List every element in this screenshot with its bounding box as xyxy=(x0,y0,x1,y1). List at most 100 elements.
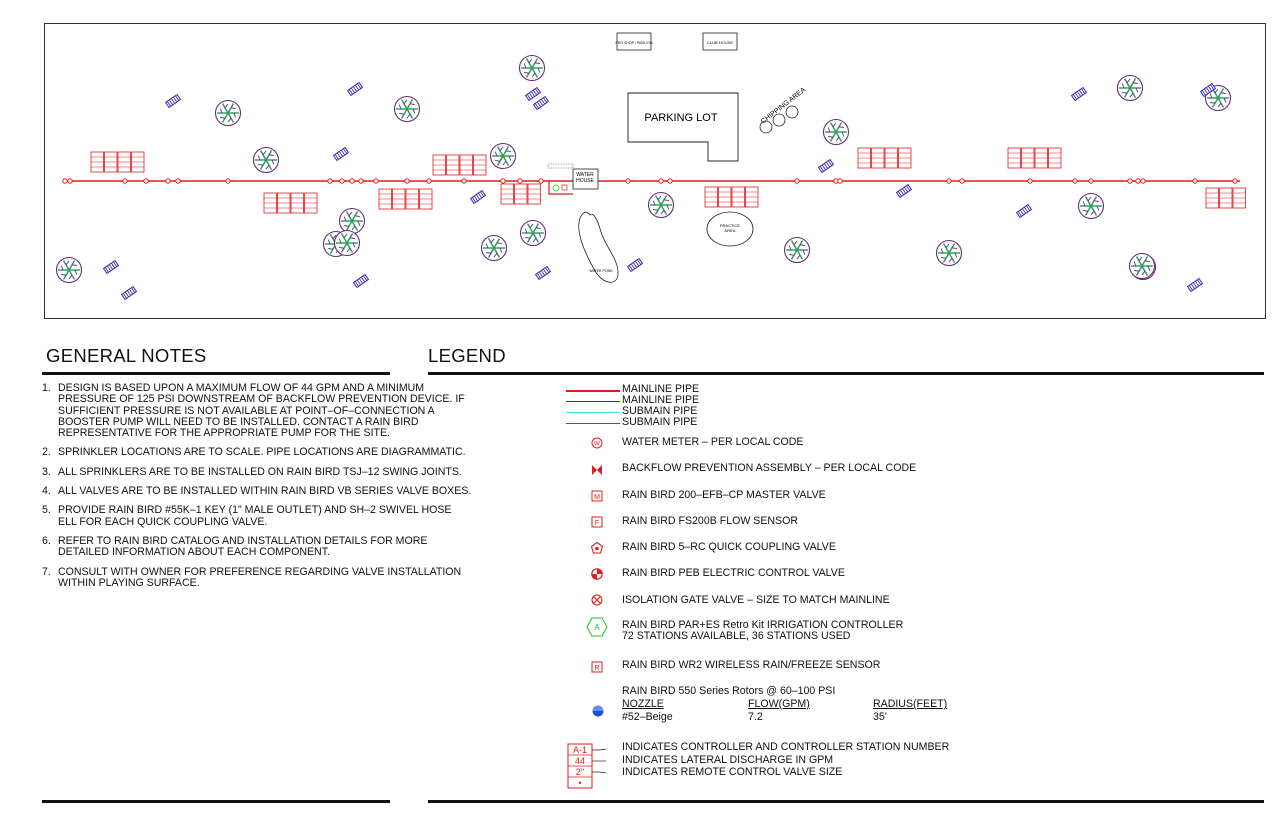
mainline-fitting xyxy=(500,178,506,184)
mainline-fitting xyxy=(1127,178,1133,184)
svg-text:44: 44 xyxy=(575,756,585,766)
station-tag xyxy=(117,151,131,173)
mainline-fitting xyxy=(667,178,673,184)
mainline-fitting xyxy=(1232,178,1238,184)
water-house-label: HOUSE xyxy=(576,178,594,184)
mainline-fitting xyxy=(373,178,379,184)
legend-label: RAIN BIRD 550 Series Rotors @ 60–100 PSI xyxy=(622,685,836,697)
note-number: 5. xyxy=(42,504,51,517)
quick-coupling-valve-icon xyxy=(590,541,604,554)
mainline-fitting xyxy=(625,178,631,184)
mainline-fitting xyxy=(349,178,355,184)
controller-icon xyxy=(552,184,560,192)
note-number: 4. xyxy=(42,485,51,498)
rotor-sprinkler xyxy=(55,256,83,284)
station-tag xyxy=(857,147,871,169)
mainline-fitting xyxy=(327,178,333,184)
note-text: CONSULT WITH OWNER FOR PREFERENCE REGARD… xyxy=(58,565,462,589)
point-of-connection xyxy=(547,163,574,169)
radius-value: 35' xyxy=(873,711,887,723)
mainline-fitting xyxy=(339,178,345,184)
note-text: ALL SPRINKLERS ARE TO BE INSTALLED ON RA… xyxy=(58,465,462,478)
mainline-fitting xyxy=(959,178,965,184)
station-tag xyxy=(1232,187,1246,209)
mainline-fitting xyxy=(143,178,149,184)
rotor-sprinkler xyxy=(783,236,811,264)
legend-label: ISOLATION GATE VALVE – SIZE TO MATCH MAI… xyxy=(622,594,890,606)
general-notes-bottom-rule xyxy=(42,800,390,803)
chipping-hole-icon xyxy=(759,120,773,134)
mainline-fitting xyxy=(122,178,128,184)
remote-control-valve-icon xyxy=(102,259,120,275)
rotor-sprinkler xyxy=(1128,252,1156,280)
legend-label: WATER METER – PER LOCAL CODE xyxy=(622,436,804,448)
remote-control-valve-icon xyxy=(895,183,913,199)
pro-shop-label: PRO SHOP / PAVILION xyxy=(616,41,653,45)
note-number: 7. xyxy=(42,565,51,578)
station-tag xyxy=(131,151,145,173)
rotor-sprinkler xyxy=(489,142,517,170)
station-tag xyxy=(419,188,433,210)
mainline-fitting xyxy=(1027,178,1033,184)
legend-label: RAIN BIRD 5–RC QUICK COUPLING VALVE xyxy=(622,541,836,553)
practice-area-outline xyxy=(706,211,754,247)
electric-control-valve-icon xyxy=(591,568,603,580)
svg-text:F: F xyxy=(595,520,599,527)
backflow-preventer-icon xyxy=(592,465,602,475)
svg-text:A-1: A-1 xyxy=(573,745,587,755)
practice-area-label: AREA xyxy=(725,228,736,233)
club-house-building xyxy=(702,32,738,51)
station-tags xyxy=(90,147,1246,214)
station-tag xyxy=(104,151,118,173)
rotor-sprinkler xyxy=(393,95,421,123)
note-item: 3. ALL SPRINKLERS ARE TO BE INSTALLED ON … xyxy=(42,465,472,478)
station-tag xyxy=(263,192,277,214)
water-meter-icon: W xyxy=(591,437,603,449)
note-number: 2. xyxy=(42,446,51,459)
note-number: 3. xyxy=(42,465,51,478)
note-item: 6. REFER TO RAIN BIRD CATALOG AND INSTALL… xyxy=(42,534,472,559)
rotor-sprinkler xyxy=(822,118,850,146)
mainline-fitting xyxy=(225,178,231,184)
rotor-sprinkler xyxy=(252,146,280,174)
note-text: PROVIDE RAIN BIRD #55K–1 KEY (1" MALE OU… xyxy=(58,504,452,528)
mainline-fitting xyxy=(426,178,432,184)
legend-label: RAIN BIRD 200–EFB–CP MASTER VALVE xyxy=(622,489,826,501)
legend-label: MAINLINE PIPE xyxy=(622,394,700,406)
mainline-fitting xyxy=(1088,178,1094,184)
mainline-fitting xyxy=(67,178,73,184)
rotor-sprinkler xyxy=(1116,74,1144,102)
remote-control-valve-icon xyxy=(534,265,552,281)
legend-label: 72 STATIONS AVAILABLE, 36 STATIONS USED xyxy=(622,630,851,642)
station-tag xyxy=(731,186,745,208)
legend-label: INDICATES CONTROLLER AND CONTROLLER STAT… xyxy=(622,741,950,753)
rotor-sprinkler xyxy=(214,99,242,127)
station-tag xyxy=(290,192,304,214)
mainline-fitting xyxy=(1192,178,1198,184)
rain-sensor-icon: R xyxy=(591,661,603,673)
station-tag xyxy=(1205,187,1219,209)
note-number: 6. xyxy=(42,534,51,547)
note-number: 1. xyxy=(42,382,51,394)
remote-control-valve-icon xyxy=(1199,82,1217,98)
note-text: REFER TO RAIN BIRD CATALOG AND INSTALLAT… xyxy=(58,534,428,559)
svg-text:A: A xyxy=(594,623,600,632)
station-tag xyxy=(446,154,460,176)
rotor-sprinkler xyxy=(480,234,508,262)
irrigation-controller-icon: A xyxy=(586,617,608,637)
chipping-hole-icon xyxy=(772,113,786,127)
station-tag-example: A-1 44 2" • xyxy=(567,743,607,789)
mainline-pipe-swatch xyxy=(566,401,620,402)
note-item: 4.ALL VALVES ARE TO BE INSTALLED WITHIN … xyxy=(42,485,472,498)
remote-control-valves xyxy=(102,81,1217,301)
mainline-fitting xyxy=(1140,178,1146,184)
station-tag xyxy=(1034,147,1048,169)
water-house-building xyxy=(572,168,599,190)
legend-label: MAINLINE PIPE xyxy=(622,383,700,395)
svg-text:M: M xyxy=(594,494,600,501)
mainline-fitting xyxy=(837,178,843,184)
legend-label: RAIN BIRD WR2 WIRELESS RAIN/FREEZE SENSO… xyxy=(622,659,881,671)
station-tag xyxy=(432,154,446,176)
rotor-sprinkler xyxy=(519,219,547,247)
remote-control-valve-icon xyxy=(346,81,364,97)
